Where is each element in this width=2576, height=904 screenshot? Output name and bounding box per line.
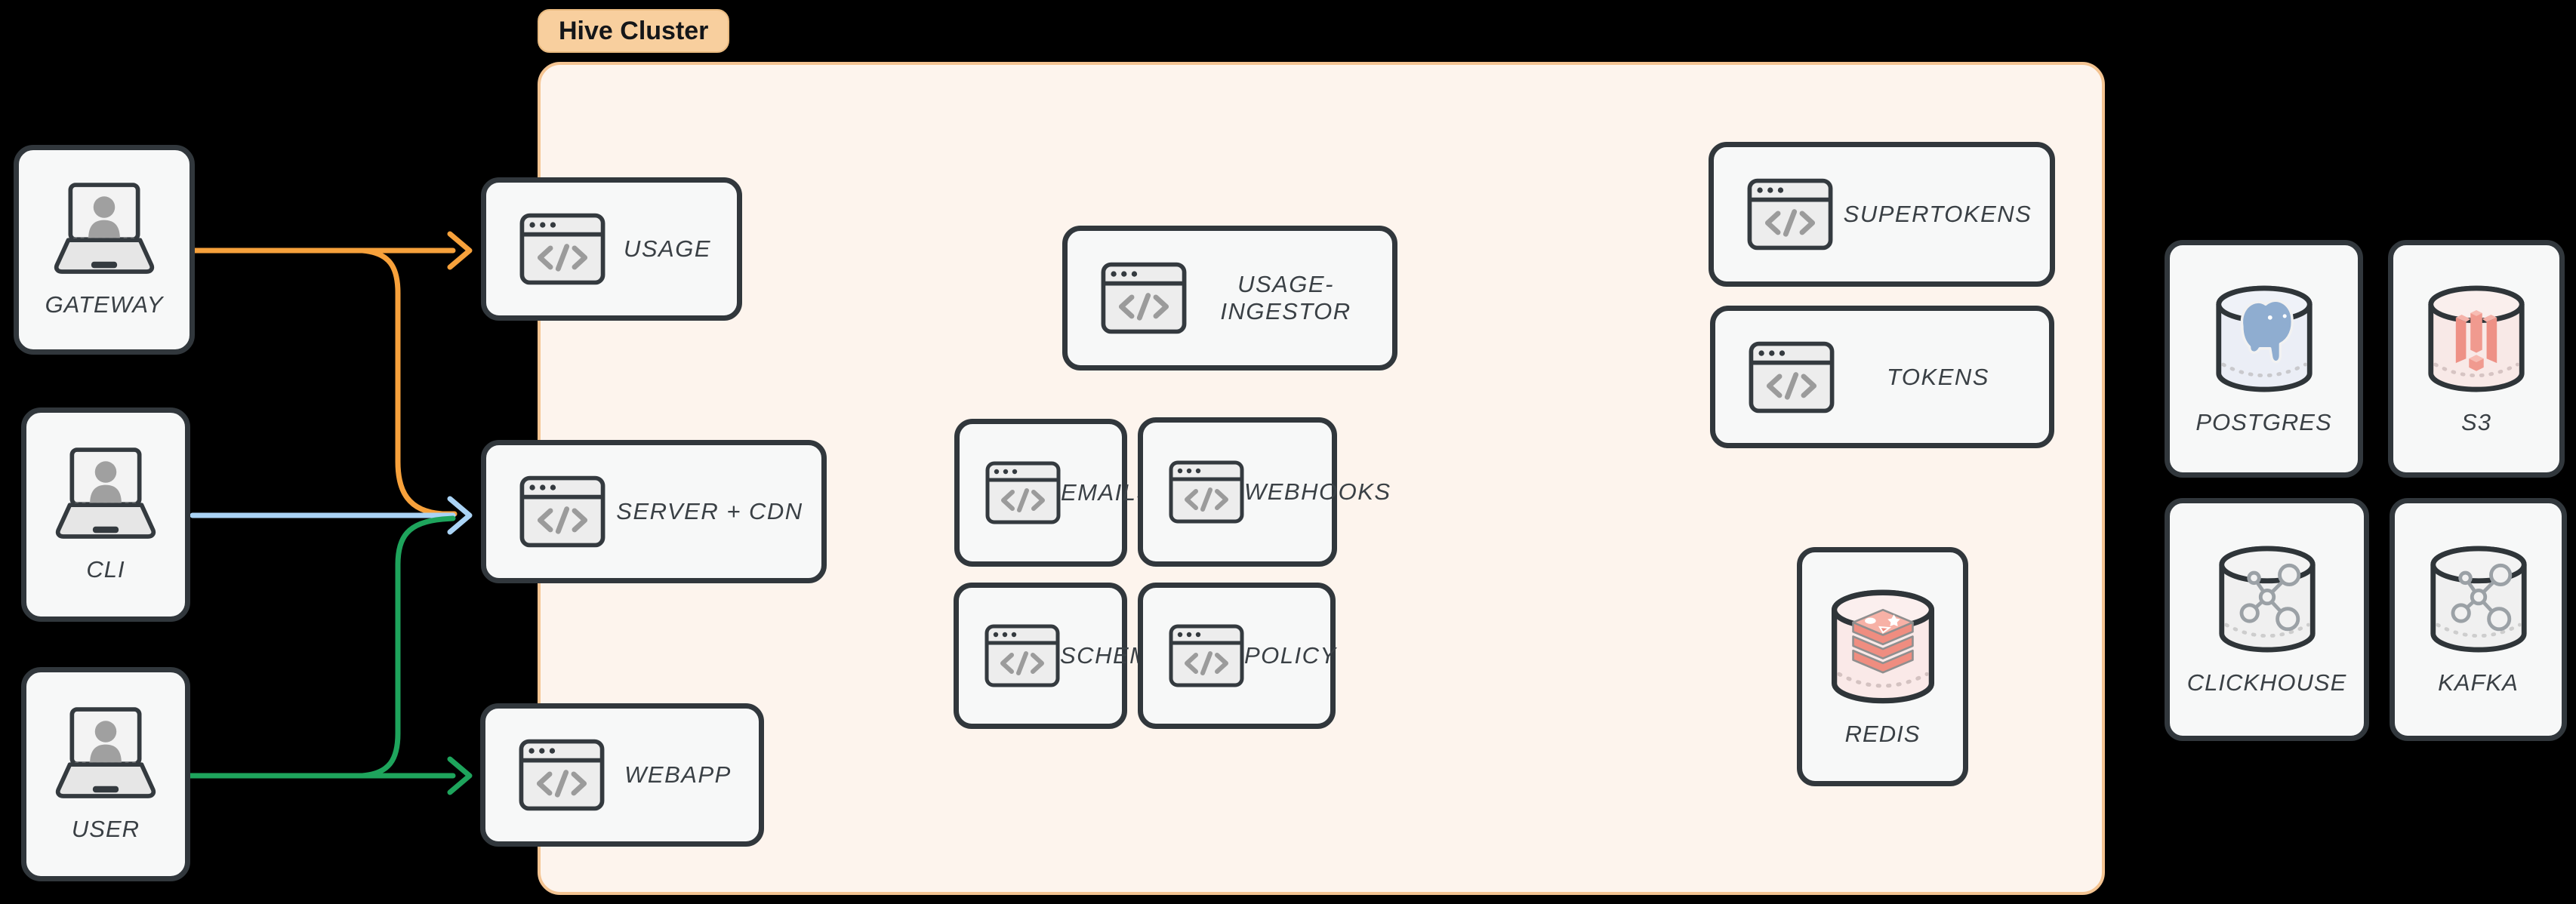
- client-node-gateway: GATEWAY: [14, 145, 195, 355]
- service-node-policy: POLICY: [1138, 583, 1336, 729]
- service-node-schema: SCHEMA: [954, 583, 1166, 729]
- client-label-gateway: GATEWAY: [45, 291, 164, 318]
- service-label-usage-ingestor: USAGE-INGESTOR: [1220, 271, 1351, 324]
- datastore-node-postgres: POSTGRES: [2165, 240, 2363, 478]
- datastore-label-clickhouse: CLICKHOUSE: [2186, 669, 2347, 696]
- code-window-icon: [1169, 623, 1244, 688]
- redis-database-icon: [1831, 589, 1934, 703]
- code-window-icon: [984, 623, 1060, 688]
- postgres-database-icon: [2215, 285, 2313, 392]
- code-window-icon: [519, 739, 605, 811]
- datastore-node-redis: REDIS: [1797, 547, 1968, 786]
- laptop-user-icon: [47, 181, 162, 276]
- datastore-node-s3: S3: [2388, 240, 2565, 478]
- datastore-label-postgres: POSTGRES: [2195, 408, 2332, 435]
- service-label-tokens: TOKENS: [1887, 363, 1989, 390]
- arrow-cli-server-head: [447, 496, 473, 535]
- client-label-cli: CLI: [86, 556, 125, 583]
- service-label-server-cdn: SERVER + CDN: [616, 498, 803, 524]
- arrow-user-webapp-head: [447, 756, 473, 795]
- clickhouse-database-icon: [2218, 546, 2316, 653]
- client-node-user: USER: [21, 667, 190, 881]
- datastore-label-s3: S3: [2461, 408, 2491, 435]
- service-node-webapp: WEBAPP: [480, 703, 764, 847]
- client-node-cli: CLI: [21, 407, 190, 622]
- service-node-usage: USAGE: [481, 177, 742, 321]
- s3-database-icon: [2428, 285, 2525, 392]
- service-label-webhooks: WEBHOOKS: [1244, 478, 1391, 505]
- service-label-webapp: WEBAPP: [624, 761, 732, 788]
- code-window-icon: [519, 213, 605, 285]
- service-node-tokens: TOKENS: [1710, 306, 2054, 448]
- laptop-user-icon: [48, 706, 163, 801]
- service-label-emails: EMAILS: [1061, 479, 1154, 506]
- service-node-supertokens: SUPERTOKENS: [1709, 142, 2055, 287]
- arrow-gateway-to-server-branch: [359, 248, 458, 517]
- code-window-icon: [1749, 341, 1835, 414]
- service-node-usage-ingestor: USAGE-INGESTOR: [1062, 226, 1397, 371]
- service-label-usage: USAGE: [623, 235, 712, 262]
- datastore-label-redis: REDIS: [1844, 720, 1921, 747]
- code-window-icon: [1101, 262, 1187, 334]
- service-node-emails: EMAILS: [954, 419, 1152, 567]
- service-node-webhooks: WEBHOOKS: [1138, 417, 1390, 567]
- hive-cluster-badge: Hive Cluster: [538, 9, 730, 53]
- datastore-label-kafka: KAFKA: [2438, 669, 2519, 696]
- laptop-user-icon: [48, 446, 163, 541]
- service-label-policy: POLICY: [1244, 642, 1337, 669]
- code-window-icon: [985, 460, 1061, 525]
- service-node-server-cdn: SERVER + CDN: [481, 440, 827, 583]
- code-window-icon: [1747, 178, 1833, 251]
- datastore-node-kafka: KAFKA: [2390, 498, 2567, 741]
- service-label-supertokens: SUPERTOKENS: [1843, 201, 2032, 227]
- client-label-user: USER: [71, 816, 140, 842]
- arrow-gateway-usage-head: [447, 231, 473, 270]
- datastore-node-clickhouse: CLICKHOUSE: [2165, 498, 2369, 741]
- code-window-icon: [1169, 460, 1244, 524]
- arrow-user-to-server-branch: [359, 515, 456, 779]
- code-window-icon: [519, 475, 605, 548]
- kafka-database-icon: [2430, 546, 2527, 653]
